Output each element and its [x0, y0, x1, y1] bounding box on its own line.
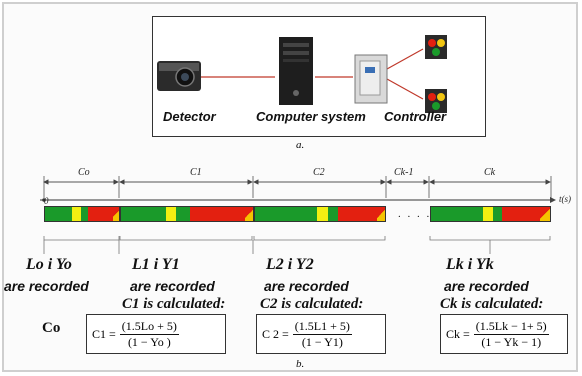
time-origin-dot: [42, 198, 46, 202]
formula-lhs-ck: Ck =: [446, 326, 470, 341]
co-label: Co: [42, 320, 61, 336]
recorded-text-1: are recorded: [130, 278, 215, 294]
recorded-vars-3: Lk i Yk: [446, 256, 494, 273]
recorded-vars-0: Lo i Yo: [26, 256, 72, 273]
traffic-light-bottom-icon: [425, 89, 447, 113]
formula-lhs-c1: C1 =: [92, 326, 116, 341]
controller-link-line-bottom: [386, 78, 424, 100]
formula-box-c2: C 2 = (1.5L1 + 5) (1 − Y1): [256, 314, 386, 354]
controller-label: Controller: [384, 109, 447, 124]
segment-label-c2: C2: [313, 167, 325, 178]
computer-system-label: Computer system: [256, 109, 366, 124]
recorded-text-2: are recorded: [264, 278, 349, 294]
phase-bar-c1: [120, 206, 254, 222]
controller-link-line-top: [386, 48, 424, 70]
formula-numerator-ck: (1.5Lk − 1+ 5): [473, 318, 549, 335]
phase-bar-ck: [430, 206, 551, 222]
segment-label-co: Co: [78, 167, 90, 178]
segment-label-ck-1: Ck-1: [394, 167, 414, 178]
phase-bar-co: [44, 206, 120, 222]
traffic-light-top-icon: [425, 35, 447, 59]
controller-cabinet-icon: [354, 54, 388, 104]
segment-label-c1: C1: [190, 167, 202, 178]
time-axis-label: t(s): [559, 194, 571, 204]
system-diagram-graphics: [157, 35, 447, 113]
formula-fraction-c2: (1.5L1 + 5) (1 − Y1): [292, 318, 352, 350]
formula-denominator-c2: (1 − Y1): [301, 334, 343, 349]
calculated-text-0: C1 is calculated:: [122, 296, 226, 312]
lower-bracket-ck: [429, 236, 551, 241]
formula-numerator-c2: (1.5L1 + 5): [292, 318, 352, 335]
recorded-text-3: are recorded: [444, 278, 529, 294]
caption-a: a.: [296, 139, 305, 151]
segment-label-ck: Ck: [484, 167, 496, 178]
recorded-text-0: are recorded: [4, 278, 89, 294]
formula-lhs-c2: C 2 =: [262, 326, 289, 341]
formula-box-ck: Ck = (1.5Lk − 1+ 5) (1 − Yk − 1): [440, 314, 568, 354]
computer-tower-icon: [279, 37, 313, 105]
recorded-vars-1: L1 i Y1: [132, 256, 180, 273]
formula-fraction-c1: (1.5Lo + 5) (1 − Yo ): [119, 318, 179, 350]
calculated-text-2: Ck is calculated:: [440, 296, 544, 312]
formula-box-c1: C1 = (1.5Lo + 5) (1 − Yo ): [86, 314, 226, 354]
calculated-text-1: C2 is calculated:: [260, 296, 364, 312]
recorded-vars-2: L2 i Y2: [266, 256, 314, 273]
lower-bracket-c1: [119, 236, 253, 241]
timeline-ellipsis: . . . .: [398, 208, 432, 220]
detector-label: Detector: [163, 109, 216, 124]
timeline-graphics: [40, 176, 556, 254]
caption-b: b.: [296, 358, 305, 370]
formula-fraction-ck: (1.5Lk − 1+ 5) (1 − Yk − 1): [473, 318, 549, 350]
detector-camera-icon: [157, 61, 201, 91]
lower-bracket-c2: [253, 236, 386, 241]
time-origin-label: 0: [44, 196, 49, 206]
formula-denominator-ck: (1 − Yk − 1): [481, 334, 542, 349]
phase-bar-c2: [254, 206, 386, 222]
formula-denominator-c1: (1 − Yo ): [127, 334, 171, 349]
system-diagram-box: Detector Computer system Controller: [152, 16, 486, 137]
formula-numerator-c1: (1.5Lo + 5): [119, 318, 179, 335]
lower-bracket-co: [43, 236, 120, 241]
